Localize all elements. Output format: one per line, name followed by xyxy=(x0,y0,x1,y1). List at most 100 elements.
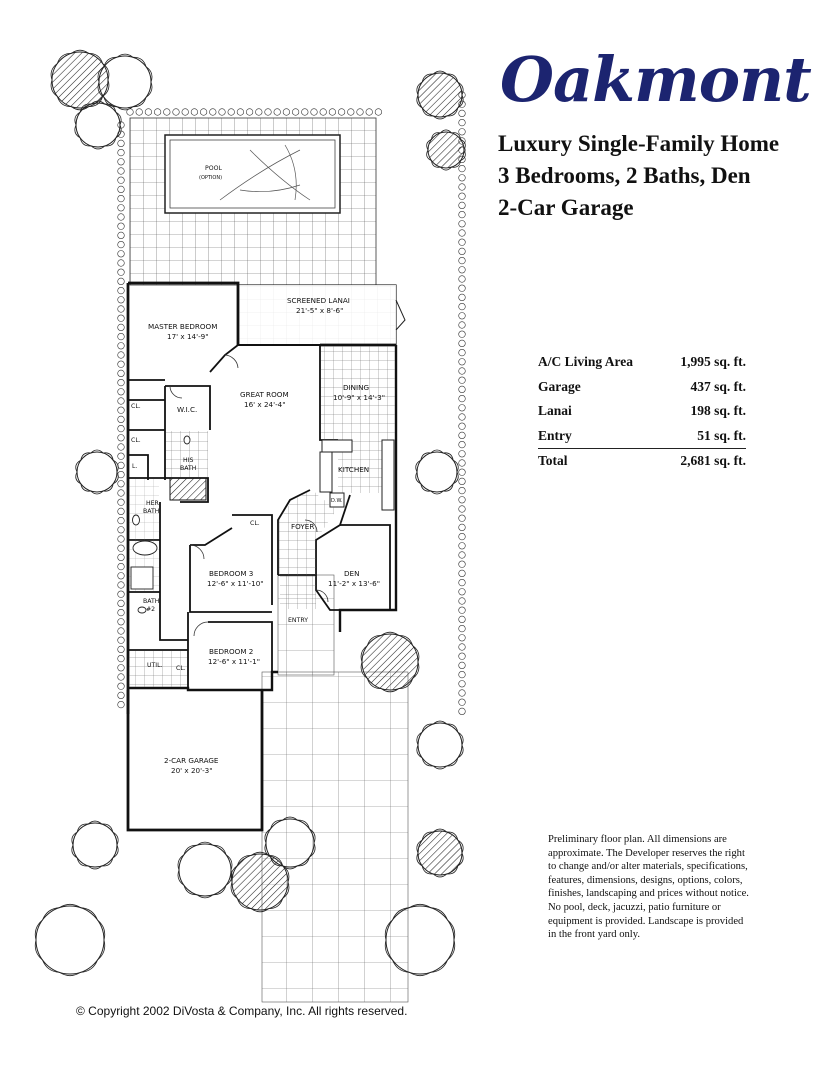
hedge-shrub xyxy=(458,293,466,302)
hedge-shrub xyxy=(117,287,125,295)
dining-dims: 10'-9" x 14'-3" xyxy=(333,393,385,402)
bath2-label-2: #2 xyxy=(146,606,155,613)
util-tile xyxy=(129,651,187,687)
hedge-shrub xyxy=(458,413,466,421)
hedge-shrub xyxy=(117,489,125,497)
hedge-shrub xyxy=(458,284,466,292)
hedge-shrub xyxy=(458,615,466,624)
hedge-shrub xyxy=(458,118,466,127)
den-dims: 11'-2" x 13'-6" xyxy=(328,579,380,588)
hedge-shrub xyxy=(117,342,125,350)
hedge-shrub xyxy=(117,608,125,617)
area-value: 198 sq. ft. xyxy=(690,403,746,418)
area-label: Garage xyxy=(538,378,581,394)
hedge-shrub xyxy=(117,425,125,433)
hedge-shrub xyxy=(264,108,272,116)
hedge-shrub xyxy=(117,443,125,451)
hedge-shrub xyxy=(117,526,125,534)
hedge-shrub xyxy=(154,108,162,116)
hedge-shrub xyxy=(117,562,125,571)
hedge-shrub xyxy=(319,108,327,116)
hedge-shrub xyxy=(458,367,466,375)
tree-symbol xyxy=(75,449,119,495)
screened-lanai xyxy=(237,284,406,346)
hedge-shrub xyxy=(117,553,125,562)
hedge-shrub xyxy=(117,369,125,378)
hedge-shrub xyxy=(117,406,125,414)
hedge-shrub xyxy=(458,312,466,320)
hedge-shrub xyxy=(117,682,125,690)
hedge-shrub xyxy=(458,431,466,440)
hedge-shrub xyxy=(117,471,125,479)
hedge-shrub xyxy=(117,415,125,424)
hedge-shrub xyxy=(458,192,466,200)
hedge-shrub xyxy=(117,599,125,608)
house-walls xyxy=(126,281,398,832)
tree-symbol xyxy=(34,903,106,977)
tree-symbol xyxy=(360,631,420,693)
hedge-shrub xyxy=(117,535,125,543)
hedge-shrub xyxy=(117,333,125,341)
area-label: Lanai xyxy=(538,403,572,418)
closet-label-4: CL. xyxy=(176,665,186,672)
hedge-shrub xyxy=(458,523,466,532)
tree-symbol xyxy=(384,903,456,977)
hedge-shrub xyxy=(144,108,152,116)
trees xyxy=(34,49,466,977)
tree-symbol xyxy=(177,841,233,899)
hedge-shrub xyxy=(347,108,355,116)
tree-symbol xyxy=(416,720,464,770)
hedge-shrub xyxy=(458,183,466,191)
hedge-shrub xyxy=(117,664,125,672)
hedge-shrub xyxy=(117,654,125,663)
his-bath-label-1: HIS xyxy=(183,457,193,464)
room-labels: SCREENED LANAI 21'-5" x 8'-6" MASTER BED… xyxy=(131,296,385,775)
hedge-shrub xyxy=(458,496,466,504)
hedge-shrub xyxy=(117,452,125,460)
hedge-shrub xyxy=(458,165,466,173)
tree-symbol xyxy=(97,53,153,111)
pool-label: POOL xyxy=(205,165,222,172)
hedge-shrub xyxy=(117,149,125,157)
hedge-shrub xyxy=(458,643,466,651)
hedge-shrub xyxy=(117,222,125,230)
hedge-shrub xyxy=(458,303,466,311)
hedge-shrub xyxy=(458,505,466,513)
bath-fixtures xyxy=(130,435,191,614)
hedge-shrub xyxy=(458,238,466,246)
closet-label-3: CL. xyxy=(250,520,260,527)
hedge-shrub xyxy=(458,459,466,467)
area-row: Entry 51 sq. ft. xyxy=(538,424,746,449)
bedroom2-label: BEDROOM 2 xyxy=(209,647,253,656)
hedge-shrub xyxy=(117,507,125,516)
hedge-shrub xyxy=(458,588,466,596)
her-bath-label-2: BATH xyxy=(143,508,160,515)
dw-label: D.W. xyxy=(331,498,343,504)
hedge-shrub xyxy=(458,349,466,357)
hedge-shrub xyxy=(458,551,466,559)
her-bath-label-1: HER xyxy=(146,500,160,507)
hedge-shrub xyxy=(458,211,466,219)
hedge-shrub xyxy=(246,108,254,116)
hedge-shrub xyxy=(458,395,466,403)
hedge-shrub xyxy=(458,229,466,237)
subtitle-line-1: Luxury Single-Family Home xyxy=(498,131,780,156)
hedge-shrub xyxy=(236,108,244,116)
hedge-shrub xyxy=(458,257,466,265)
hedge-shrub xyxy=(117,480,125,488)
hedge-shrub xyxy=(117,213,125,221)
garage-dims: 20' x 20'-3" xyxy=(171,766,213,775)
hedge-shrub xyxy=(135,108,143,116)
hedge-shrub xyxy=(458,578,466,587)
hedge-shrub xyxy=(117,277,125,286)
kitchen-label: KITCHEN xyxy=(338,465,369,474)
copyright-notice: © Copyright 2002 DiVosta & Company, Inc.… xyxy=(76,1004,408,1018)
master-dims: 17' x 14'-9" xyxy=(167,332,209,341)
tree-symbol xyxy=(71,820,119,870)
util-label: UTIL. xyxy=(147,662,163,669)
hedge-shrub xyxy=(458,385,466,394)
hedge-shrub xyxy=(117,636,125,644)
lanai-label: SCREENED LANAI xyxy=(287,296,350,305)
dining-label: DINING xyxy=(343,383,369,392)
lanai-dims: 21'-5" x 8'-6" xyxy=(296,306,343,315)
